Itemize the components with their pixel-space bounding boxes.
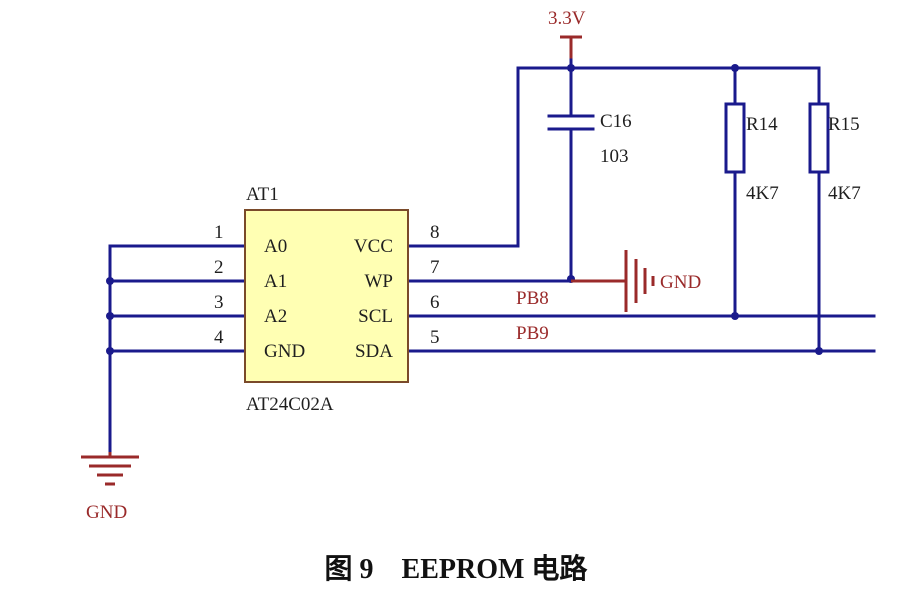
pin-number: 3 (214, 292, 224, 313)
wp-net (406, 250, 655, 312)
pin-name: A2 (264, 306, 287, 327)
pin-name: A0 (264, 236, 287, 257)
pin-number: 7 (430, 257, 440, 278)
resistor-r14 (724, 66, 746, 320)
pin-name: WP (365, 271, 394, 292)
pin-name: SDA (355, 341, 393, 362)
supply-symbol (560, 35, 582, 60)
pin-number: 5 (430, 327, 440, 348)
gnd-right-label: GND (660, 272, 701, 293)
capacitor-c16 (547, 66, 595, 283)
pin-name: VCC (354, 236, 393, 257)
pin-name: SCL (358, 306, 393, 327)
ic-body (244, 209, 409, 383)
gnd-left-symbol (81, 452, 139, 486)
ic-designator: AT1 (246, 184, 279, 205)
r15-value: 4K7 (828, 183, 861, 204)
r15-ref: R15 (828, 114, 860, 135)
sda-net-label: PB9 (516, 323, 549, 344)
ic-part-number: AT24C02A (246, 394, 334, 415)
resistor-r15 (808, 66, 830, 355)
pin-number: 1 (214, 222, 224, 243)
pin-number: 4 (214, 327, 224, 348)
r14-value: 4K7 (746, 183, 779, 204)
pin-name: A1 (264, 271, 287, 292)
gnd-left-label: GND (86, 502, 127, 523)
r14-ref: R14 (746, 114, 778, 135)
supply-label: 3.3V (548, 8, 586, 29)
scl-net-label: PB8 (516, 288, 549, 309)
address-bus (106, 244, 247, 454)
pin-number: 6 (430, 292, 440, 313)
c16-value: 103 (600, 146, 629, 167)
vcc-rail (406, 58, 821, 248)
figure-caption: 图 9 EEPROM 电路 (325, 553, 589, 585)
pin-number: 2 (214, 257, 224, 278)
pin-number: 8 (430, 222, 440, 243)
pin-name: GND (264, 341, 305, 362)
c16-ref: C16 (600, 111, 632, 132)
